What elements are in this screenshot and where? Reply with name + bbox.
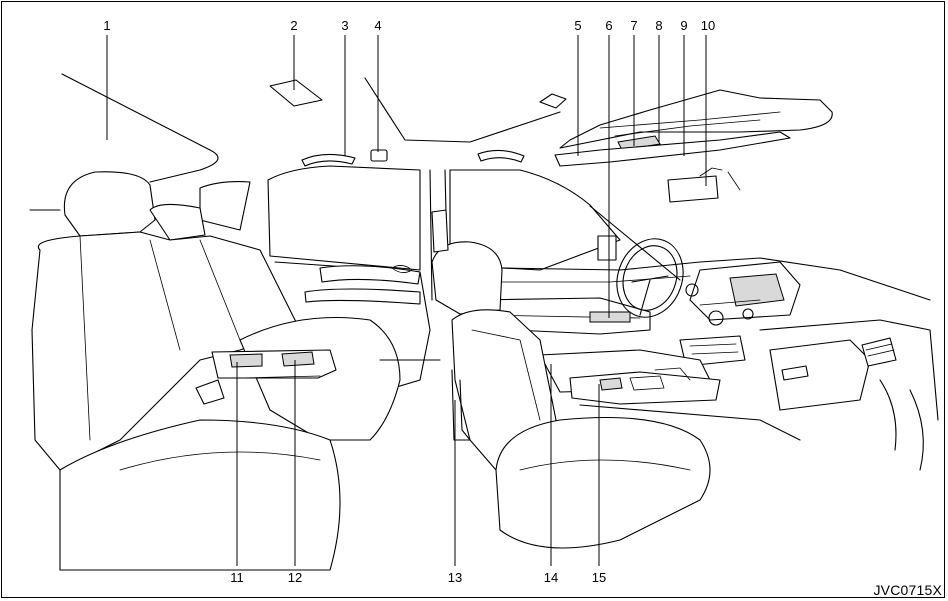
door-mirror (597, 235, 617, 261)
callout-14: 14 (544, 570, 558, 585)
callout-10: 10 (701, 18, 715, 33)
passenger-dash (759, 319, 939, 471)
headliner (61, 73, 567, 183)
rear-armrest (211, 349, 337, 379)
ceiling-light (539, 93, 567, 109)
window-switch-6 (589, 311, 631, 323)
rearview-mirror (667, 175, 719, 203)
rear-headrest-left (63, 171, 156, 237)
callout-11: 11 (230, 570, 244, 585)
overhead-console (554, 89, 833, 203)
sunvisor (554, 131, 791, 167)
rear-headrest-right (149, 203, 206, 241)
front-headrest (431, 241, 503, 315)
callout-2: 2 (290, 18, 297, 33)
seatbelt-buckle (195, 379, 225, 405)
ceiling-panel-2 (269, 79, 323, 107)
grab-handles (301, 149, 525, 167)
figure-code: JVC0715X (873, 582, 942, 598)
leader-lines (106, 35, 707, 566)
steering-wheel (616, 238, 684, 318)
center-stack (679, 261, 801, 367)
navigation-screen (729, 273, 785, 307)
callout-1: 1 (103, 18, 110, 33)
callout-12: 12 (288, 570, 302, 585)
callout-labels: 1 2 3 4 5 6 7 8 9 10 11 12 13 14 15 (103, 18, 715, 585)
callout-5: 5 (574, 18, 581, 33)
callout-6: 6 (605, 18, 612, 33)
front-seat (431, 241, 711, 549)
callout-4: 4 (374, 18, 381, 33)
callout-9: 9 (680, 18, 687, 33)
callout-3: 3 (341, 18, 348, 33)
callout-13: 13 (448, 570, 462, 585)
b-pillar (379, 209, 471, 441)
map-lamp (617, 135, 661, 151)
center-console (539, 349, 801, 441)
rear-door (269, 261, 431, 393)
storage-12 (281, 351, 315, 367)
air-vent (861, 337, 897, 367)
callout-7: 7 (630, 18, 637, 33)
callout-8: 8 (655, 18, 662, 33)
callout-15: 15 (592, 570, 606, 585)
cup-holder-11 (229, 353, 263, 368)
storage-15 (599, 377, 623, 391)
sensor-4 (370, 149, 388, 162)
rear-seat (29, 171, 401, 571)
